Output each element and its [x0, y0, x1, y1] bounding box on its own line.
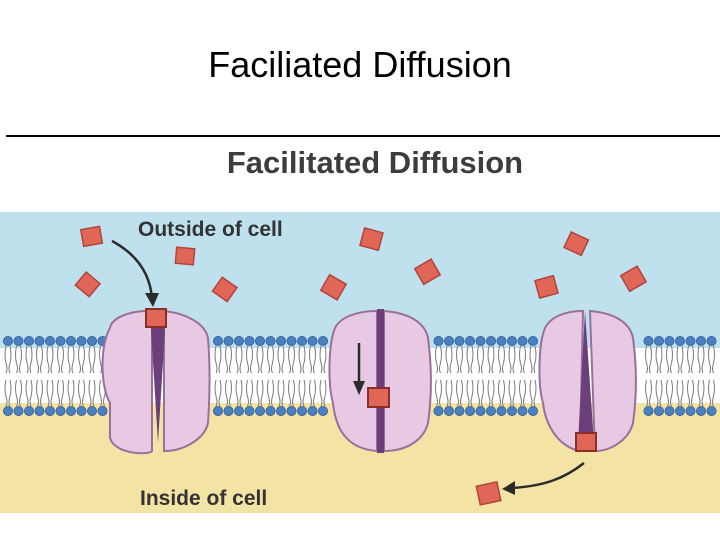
phospholipid-head: [234, 406, 243, 415]
phospholipid-head: [654, 406, 663, 415]
phospholipid-head: [287, 406, 296, 415]
solute-molecule: [175, 247, 194, 265]
outside-of-cell-label: Outside of cell: [138, 218, 283, 241]
phospholipid-head: [14, 406, 23, 415]
phospholipid-head: [318, 406, 327, 415]
phospholipid-head: [486, 406, 495, 415]
phospholipid-head: [696, 336, 705, 345]
phospholipid-head: [255, 406, 264, 415]
phospholipid-head: [77, 336, 86, 345]
phospholipid-head: [434, 406, 443, 415]
phospholipid-head: [56, 406, 65, 415]
phospholipid-head: [444, 406, 453, 415]
phospholipid-head: [297, 336, 306, 345]
phospholipid-head: [318, 336, 327, 345]
phospholipid-head: [255, 336, 264, 345]
phospholipid-head: [3, 406, 12, 415]
phospholipid-head: [696, 406, 705, 415]
phospholipid-head: [686, 406, 695, 415]
phospholipid-head: [665, 406, 674, 415]
solute-exiting-protein: [576, 433, 596, 451]
phospholipid-head: [234, 336, 243, 345]
phospholipid-head: [476, 406, 485, 415]
phospholipid-head: [497, 406, 506, 415]
solute-molecule: [81, 226, 103, 246]
phospholipid-head: [14, 336, 23, 345]
phospholipid-head: [213, 336, 222, 345]
phospholipid-head: [465, 406, 474, 415]
phospholipid-head: [276, 406, 285, 415]
phospholipid-head: [266, 406, 275, 415]
solute-entering-protein: [146, 309, 166, 327]
phospholipid-head: [45, 406, 54, 415]
solute-released-inside: [476, 482, 500, 505]
phospholipid-head: [507, 406, 516, 415]
phospholipid-head: [297, 406, 306, 415]
phospholipid-head: [528, 406, 537, 415]
figure-svg: Facilitated Diffusion: [0, 133, 720, 513]
phospholipid-head: [98, 406, 107, 415]
solute-molecule: [360, 228, 383, 250]
phospholipid-head: [675, 336, 684, 345]
phospholipid-head: [24, 336, 33, 345]
phospholipid-head: [644, 406, 653, 415]
phospholipid-head: [24, 406, 33, 415]
phospholipid-head: [465, 336, 474, 345]
phospholipid-head: [35, 336, 44, 345]
phospholipid-head: [276, 336, 285, 345]
solute-in-channel: [368, 388, 389, 407]
phospholipid-head: [66, 406, 75, 415]
phospholipid-head: [518, 336, 527, 345]
phospholipid-head: [476, 336, 485, 345]
phospholipid-head: [77, 406, 86, 415]
phospholipid-head: [675, 406, 684, 415]
phospholipid-head: [87, 406, 96, 415]
carrier-protein-transporting: [329, 309, 431, 453]
phospholipid-head: [434, 336, 443, 345]
phospholipid-head: [707, 406, 716, 415]
phospholipid-head: [444, 336, 453, 345]
slide-title: Faciliated Diffusion: [0, 44, 720, 86]
phospholipid-head: [35, 406, 44, 415]
phospholipid-head: [213, 406, 222, 415]
phospholipid-head: [486, 336, 495, 345]
phospholipid-head: [56, 336, 65, 345]
phospholipid-head: [654, 336, 663, 345]
phospholipid-head: [455, 406, 464, 415]
phospholipid-head: [308, 406, 317, 415]
phospholipid-head: [245, 406, 254, 415]
phospholipid-head: [266, 336, 275, 345]
phospholipid-head: [665, 336, 674, 345]
facilitated-diffusion-figure: Facilitated Diffusion: [0, 133, 720, 513]
phospholipid-head: [45, 336, 54, 345]
phospholipid-head: [686, 336, 695, 345]
phospholipid-head: [518, 406, 527, 415]
inside-of-cell-label: Inside of cell: [140, 487, 267, 510]
phospholipid-head: [224, 336, 233, 345]
phospholipid-head: [87, 336, 96, 345]
phospholipid-head: [707, 336, 716, 345]
phospholipid-head: [287, 336, 296, 345]
phospholipid-head: [644, 336, 653, 345]
phospholipid-head: [3, 336, 12, 345]
phospholipid-head: [455, 336, 464, 345]
phospholipid-head: [528, 336, 537, 345]
solute-molecule: [535, 276, 558, 298]
phospholipid-head: [308, 336, 317, 345]
figure-title: Facilitated Diffusion: [227, 145, 523, 180]
phospholipid-head: [497, 336, 506, 345]
phospholipid-head: [507, 336, 516, 345]
channel-transporting: [377, 309, 384, 453]
phospholipid-head: [224, 406, 233, 415]
phospholipid-head: [245, 336, 254, 345]
phospholipid-head: [66, 336, 75, 345]
